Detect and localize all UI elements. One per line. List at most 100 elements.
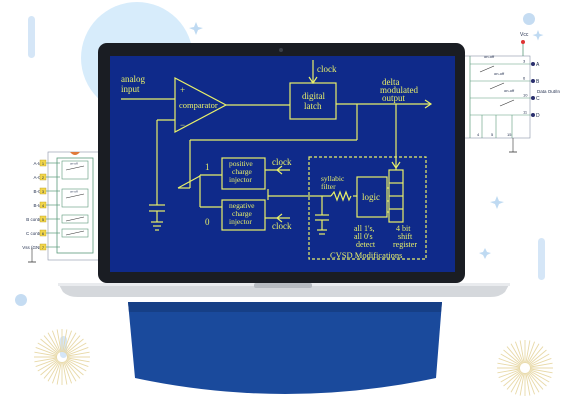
switch-label: on-off [70,162,78,166]
detect-label: all 1's, [354,224,375,233]
laptop-screen [110,56,455,272]
minus-label: − [180,120,185,130]
decor-pill-right [538,238,545,280]
pos-injector-label: positive [229,159,253,168]
switch-label: on-off [484,54,495,59]
neg-injector-label: injector [229,217,252,226]
pin-number: 5 [491,132,494,137]
shift-register-label: register [393,240,417,249]
laptop-base [58,283,510,297]
burst-decoration [497,340,553,396]
zero-label: 0 [205,217,210,227]
switch-icon [65,216,85,222]
pin-number: 7 [42,245,45,250]
output-label: output [382,93,406,103]
pin-number: 4 [42,203,45,208]
pin-number: 5 [42,217,45,222]
output-node-icon [531,96,535,100]
decor-pill-left [28,16,35,58]
vcc-label: Vcc [520,32,529,38]
detect-label: detect [356,240,376,249]
plus-label: + [180,85,185,95]
clock-label: clock [317,64,337,74]
pin-label: B-O/I [33,189,44,194]
decor-dot [15,294,27,306]
shift-register-label: shift [398,232,413,241]
switch-label: on-off [494,71,505,76]
cvsd-label: CVSD Modifications [330,250,403,260]
output-node-icon [531,62,535,66]
output-label: delta [382,77,400,87]
filter-label: filter [321,182,336,191]
pin-label: A-O/I [33,175,44,180]
switch-icon [65,193,85,199]
neg-injector-label: charge [232,209,253,218]
laptop-notch [254,283,312,288]
star-icon [532,30,544,41]
pin-number: 1 [42,161,45,166]
negative-injector [221,199,266,231]
switch-label: on-off [504,88,515,93]
positive-injector [221,157,266,190]
pin-label: C control [26,231,44,236]
output-label: modulated [380,85,418,95]
switch-icon [479,65,495,73]
latch-label: latch [304,101,322,111]
pin-label: B control [26,217,44,222]
diagram-labels: analog input comparator + − clock digita… [121,64,418,260]
logic-label: logic [362,192,380,202]
shift-register-label: 4 bit [396,224,411,233]
star-icon [490,196,504,209]
pos-injector-label: charge [232,167,253,176]
star-icon [479,248,491,259]
filter-resistor [330,190,352,202]
neg-injector-label: negative [229,201,255,210]
detect-label: all 0's [354,232,373,241]
comparator-label: comparator [179,100,218,110]
clock-pos-label: clock [272,157,292,167]
pin-number: 6 [42,231,45,236]
switch-block [61,214,89,224]
output-node-icon [531,79,535,83]
pin-number: 15 [507,132,512,137]
pin-number: 10 [523,93,528,98]
filter-label: syllabic [321,174,345,183]
switch-label: on-off [70,190,78,194]
pin-number: 11 [523,110,528,115]
pin-number: 3 [42,189,45,194]
analog-input-label: input [121,84,140,94]
switch-block [61,188,89,208]
comparator [174,77,228,133]
logic-block [356,176,388,218]
output-label: C [536,96,540,102]
decor-dot-2 [523,13,535,25]
circuit-diagram [121,60,433,260]
switch-icon [65,230,85,236]
pin-number: 3 [523,59,526,64]
star-icon [189,22,203,35]
switch-icon [489,82,505,90]
output-label: A [536,62,540,68]
pin-number: 4 [477,132,480,137]
camera-icon [279,48,283,52]
switch-icon [499,99,515,107]
switch-block [61,160,89,180]
pin-label: Vss (GND) [22,245,44,250]
laptop [58,43,510,297]
pedestal [128,302,442,394]
latch-label: digital [302,91,325,101]
output-label: B [536,79,540,85]
pin-label: B-I/O [33,203,44,208]
data-out-label: Data Out/In [537,89,561,94]
pin-label: A-I/O [33,161,44,166]
one-label: 1 [205,162,210,172]
switch-block [61,228,89,238]
burst-decoration [34,329,90,385]
output-node-icon [531,113,535,117]
switch-icon [65,165,85,171]
clock-neg-label: clock [272,221,292,231]
output-label: D [536,113,540,119]
